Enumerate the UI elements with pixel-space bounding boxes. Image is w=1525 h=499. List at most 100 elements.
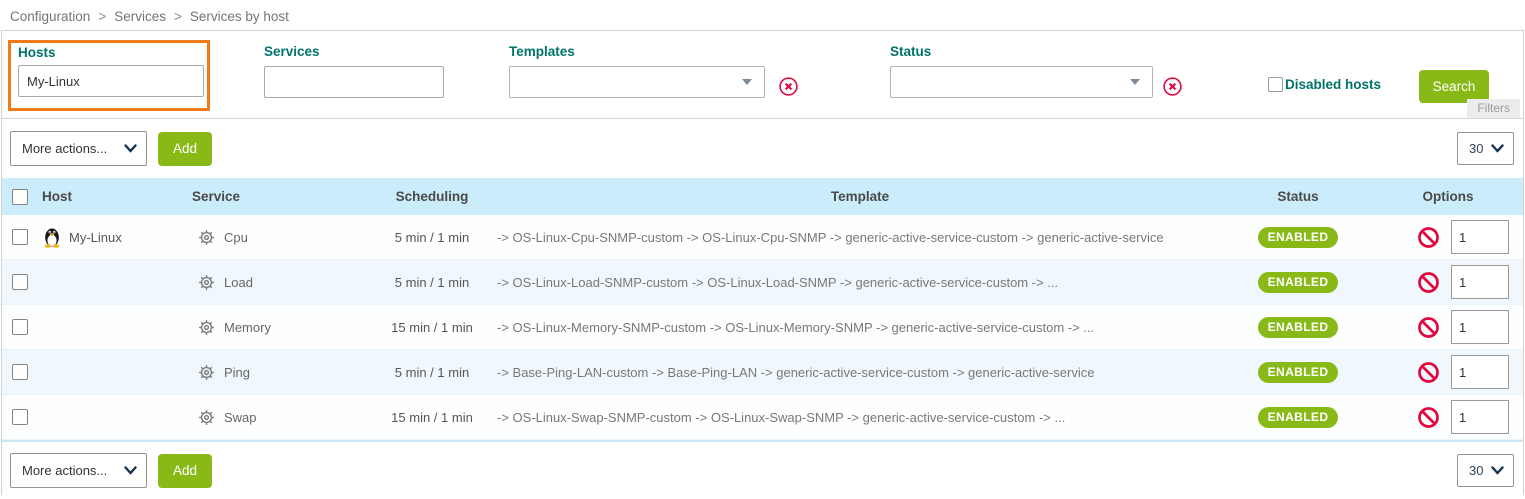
status-badge: ENABLED (1257, 406, 1339, 428)
disable-service-icon[interactable] (1417, 271, 1440, 294)
chevron-down-icon (1491, 466, 1504, 475)
hosts-filter-label: Hosts (18, 45, 56, 60)
status-filter-group: Status (890, 44, 1153, 98)
table-row: My-Linux Cpu 5 min / 1 min -> OS-Linux-C… (2, 215, 1523, 260)
service-name[interactable]: Ping (224, 364, 251, 380)
row-checkbox[interactable] (12, 409, 28, 425)
row-checkbox[interactable] (12, 364, 28, 380)
header-options: Options (1422, 189, 1474, 204)
chevron-down-icon (1491, 144, 1504, 153)
header-status: Status (1277, 189, 1319, 204)
page-size-value: 30 (1469, 141, 1484, 156)
templates-select[interactable] (509, 66, 765, 98)
scheduling-value: 15 min / 1 min (391, 319, 473, 335)
hosts-filter-input[interactable] (18, 65, 204, 97)
page-size-value: 30 (1469, 463, 1484, 478)
breadcrumb-current-page: Services by host (189, 8, 289, 24)
gear-icon (198, 273, 215, 291)
status-badge: ENABLED (1257, 226, 1339, 248)
chevron-down-icon (742, 79, 752, 85)
scheduling-value: 5 min / 1 min (394, 274, 470, 290)
template-chain: -> Base-Ping-LAN-custom -> Base-Ping-LAN… (497, 364, 1095, 380)
more-actions-label: More actions... (22, 463, 108, 478)
search-button[interactable]: Search (1419, 70, 1489, 103)
services-filter-input[interactable] (264, 66, 444, 98)
template-chain: -> OS-Linux-Memory-SNMP-custom -> OS-Lin… (497, 319, 1095, 335)
page-size-select[interactable]: 30 (1457, 132, 1514, 165)
row-checkbox[interactable] (12, 229, 28, 245)
breadcrumb-separator: > (173, 8, 182, 24)
service-name[interactable]: Memory (224, 319, 271, 335)
header-template: Template (830, 189, 890, 204)
breadcrumb: Configuration > Services > Services by h… (0, 0, 1525, 30)
filter-section: Hosts Services Templates Status (2, 31, 1523, 119)
chevron-down-icon (124, 466, 137, 475)
more-actions-select[interactable]: More actions... (10, 453, 147, 488)
disable-service-icon[interactable] (1417, 361, 1440, 384)
breadcrumb-separator: > (98, 8, 107, 24)
chevron-down-icon (1130, 79, 1140, 85)
row-checkbox[interactable] (12, 274, 28, 290)
templates-clear-icon[interactable] (778, 76, 799, 97)
header-host: Host (42, 189, 72, 204)
status-select[interactable] (890, 66, 1153, 98)
disable-service-icon[interactable] (1417, 406, 1440, 429)
scheduling-value: 15 min / 1 min (391, 409, 473, 425)
gear-icon (198, 228, 215, 246)
header-scheduling: Scheduling (395, 189, 469, 204)
duplicate-count-input[interactable] (1451, 220, 1509, 254)
row-checkbox[interactable] (12, 319, 28, 335)
scheduling-value: 5 min / 1 min (394, 364, 470, 380)
main-panel: Hosts Services Templates Status (1, 30, 1524, 499)
hosts-filter-highlight: Hosts (8, 40, 210, 111)
table-row: Ping 5 min / 1 min -> Base-Ping-LAN-cust… (2, 350, 1523, 395)
template-chain: -> OS-Linux-Swap-SNMP-custom -> OS-Linux… (497, 409, 1066, 425)
breadcrumb-services[interactable]: Services (114, 8, 166, 24)
disabled-hosts-checkbox[interactable] (1268, 77, 1283, 92)
header-service: Service (192, 189, 241, 204)
services-filter-label: Services (264, 44, 320, 59)
bottom-toolbar: More actions... Add 30 (2, 440, 1523, 499)
host-name[interactable]: My-Linux (69, 229, 122, 245)
service-name[interactable]: Load (224, 274, 253, 290)
duplicate-count-input[interactable] (1451, 355, 1509, 389)
status-badge: ENABLED (1257, 271, 1339, 293)
gear-icon (198, 318, 215, 336)
template-chain: -> OS-Linux-Load-SNMP-custom -> OS-Linux… (497, 274, 1059, 290)
table-row: Load 5 min / 1 min -> OS-Linux-Load-SNMP… (2, 260, 1523, 305)
scheduling-value: 5 min / 1 min (394, 229, 470, 245)
status-badge: ENABLED (1257, 316, 1339, 338)
disable-service-icon[interactable] (1417, 316, 1440, 339)
circled-x-icon (1163, 77, 1182, 96)
more-actions-select[interactable]: More actions... (10, 131, 147, 166)
add-button[interactable]: Add (158, 453, 213, 488)
breadcrumb-configuration[interactable]: Configuration (10, 8, 91, 24)
filters-tag: Filters (1467, 99, 1520, 118)
templates-filter-label: Templates (509, 44, 575, 59)
status-clear-icon[interactable] (1162, 76, 1183, 97)
services-filter-group: Services (264, 44, 444, 98)
circled-x-icon (779, 77, 798, 96)
table-row: Memory 15 min / 1 min -> OS-Linux-Memory… (2, 305, 1523, 350)
disabled-hosts-toggle[interactable]: Disabled hosts (1268, 77, 1381, 92)
duplicate-count-input[interactable] (1451, 400, 1509, 434)
table-row: Swap 15 min / 1 min -> OS-Linux-Swap-SNM… (2, 395, 1523, 440)
service-name[interactable]: Cpu (224, 229, 248, 245)
disable-service-icon[interactable] (1417, 226, 1440, 249)
templates-filter-group: Templates (509, 44, 765, 98)
gear-icon (198, 363, 215, 381)
linux-tux-icon (44, 228, 60, 248)
duplicate-count-input[interactable] (1451, 310, 1509, 344)
top-toolbar: More actions... Add 30 (2, 119, 1523, 178)
add-button[interactable]: Add (158, 131, 213, 166)
chevron-down-icon (124, 144, 137, 153)
select-all-checkbox[interactable] (12, 188, 28, 205)
more-actions-label: More actions... (22, 141, 108, 156)
gear-icon (198, 408, 215, 426)
table-header: Host Service Scheduling Template Status … (2, 178, 1523, 215)
template-chain: -> OS-Linux-Cpu-SNMP-custom -> OS-Linux-… (497, 229, 1164, 245)
disabled-hosts-label: Disabled hosts (1285, 77, 1382, 92)
duplicate-count-input[interactable] (1451, 265, 1509, 299)
service-name[interactable]: Swap (224, 409, 257, 425)
page-size-select[interactable]: 30 (1457, 454, 1514, 487)
